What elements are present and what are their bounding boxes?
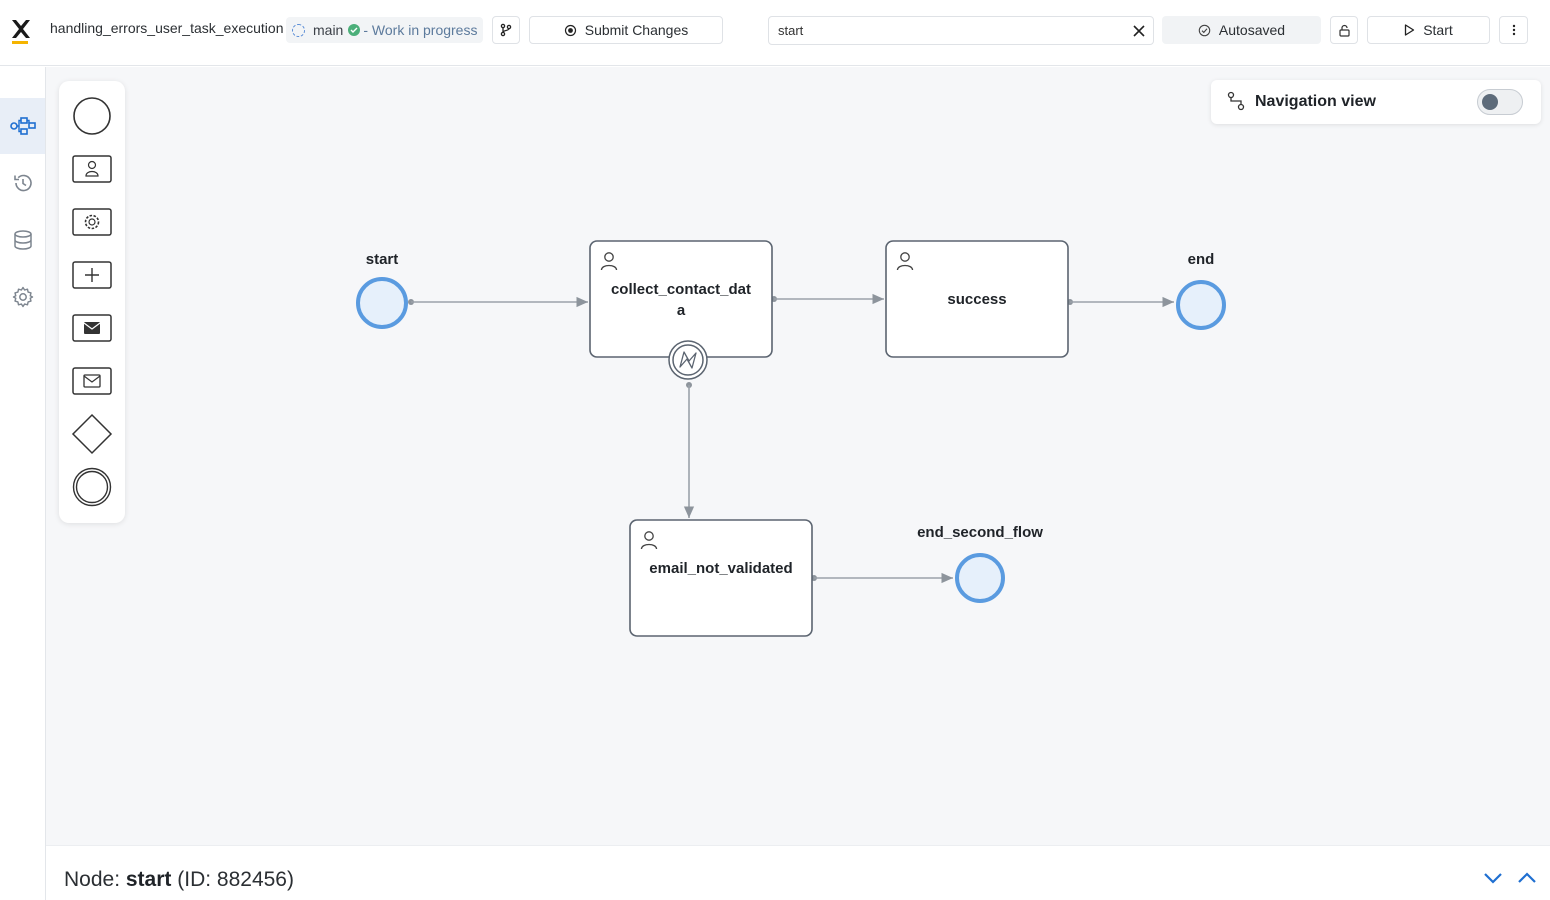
start-button[interactable]: Start (1367, 16, 1490, 44)
subprocess-icon (72, 261, 112, 289)
node-name: start (125, 868, 172, 891)
process-name: handling_errors_user_task_execution (50, 20, 284, 36)
lightning-icon (679, 351, 697, 369)
submit-changes-button[interactable]: Submit Changes (529, 16, 723, 44)
task-collect-label: collect_contact_data (610, 281, 752, 319)
palette-start-event[interactable] (71, 95, 113, 137)
chevron-up-icon[interactable] (1516, 870, 1538, 886)
history-icon (13, 174, 32, 192)
task-success-label: success (947, 291, 1007, 308)
branch-menu-button[interactable] (492, 16, 520, 44)
submit-changes-label: Submit Changes (584, 22, 689, 38)
radio-target-icon (564, 24, 576, 36)
task-email-not-validated[interactable] (629, 519, 813, 637)
toggle-knob (1482, 94, 1498, 110)
navigation-view-toggle[interactable] (1477, 89, 1523, 115)
user-icon (640, 531, 658, 550)
user-task-icon (72, 155, 112, 183)
flow-success-to-end[interactable] (1067, 296, 1174, 308)
flow-email-to-end-second[interactable] (811, 572, 953, 584)
play-icon (1405, 24, 1415, 36)
receive-message-icon (72, 367, 112, 395)
start-event-icon (73, 97, 111, 135)
palette-service-task[interactable] (71, 201, 113, 243)
palette-subprocess[interactable] (71, 254, 113, 296)
app-logo[interactable] (10, 17, 30, 45)
start-event[interactable] (356, 277, 408, 329)
navigation-view-label: Navigation view (1255, 93, 1376, 110)
close-icon[interactable] (1131, 23, 1147, 39)
user-icon (600, 252, 618, 271)
chevron-down-icon[interactable] (1482, 870, 1504, 886)
send-message-icon (72, 314, 112, 342)
top-bar: handling_errors_user_task_execution main… (0, 0, 1550, 66)
git-branch-icon (500, 23, 512, 37)
gateway-icon (71, 413, 113, 455)
unlock-icon (1338, 24, 1350, 37)
palette-send-message[interactable] (71, 307, 113, 349)
sidebar-item-settings[interactable] (0, 269, 45, 325)
route-icon (1227, 91, 1245, 111)
palette-receive-message[interactable] (71, 360, 113, 402)
lock-button[interactable] (1330, 16, 1358, 44)
autosaved-label: Autosaved (1218, 22, 1286, 38)
branch-status-chip[interactable]: main - Work in progress (286, 17, 484, 43)
node-id: (ID: 882456) (171, 868, 294, 891)
more-options-button[interactable] (1499, 16, 1528, 44)
start-event-label: start (365, 251, 399, 268)
search-input[interactable] (778, 23, 1118, 38)
palette-end-event[interactable] (71, 466, 113, 508)
process-diagram-icon (9, 117, 36, 135)
node-prefix: Node: (64, 868, 126, 891)
flow-error-to-email[interactable] (683, 382, 695, 518)
autosaved-indicator: Autosaved (1162, 16, 1321, 44)
database-icon (13, 230, 32, 250)
settings-icon (12, 286, 33, 308)
node-info: Node: start (ID: 882456) (64, 868, 294, 892)
check-circle-outline-icon (1198, 24, 1211, 36)
user-icon (896, 252, 914, 271)
flow-collect-to-success[interactable] (771, 293, 884, 305)
palette-user-task[interactable] (71, 148, 113, 190)
task-success[interactable] (885, 240, 1069, 358)
left-sidebar (0, 67, 46, 900)
sidebar-item-process[interactable] (0, 98, 45, 154)
sidebar-item-data[interactable] (0, 212, 45, 268)
end-second-flow-event[interactable] (955, 553, 1005, 603)
diagram-canvas[interactable] (46, 67, 1550, 845)
branch-status-text: - Work in progress (363, 22, 478, 38)
check-circle-icon (348, 24, 361, 36)
end-event-label: end (1187, 251, 1215, 268)
end-event[interactable] (1176, 280, 1226, 330)
node-details-bar: Node: start (ID: 882456) (46, 845, 1550, 900)
branch-name: main (313, 22, 344, 38)
navigation-view-panel: Navigation view (1211, 80, 1541, 124)
start-button-label: Start (1423, 22, 1453, 38)
more-vertical-icon (1512, 24, 1515, 36)
branch-spinner-icon (292, 23, 305, 37)
search-box[interactable] (768, 16, 1154, 45)
service-task-icon (72, 208, 112, 236)
error-boundary-event[interactable] (668, 340, 708, 380)
sidebar-item-history[interactable] (0, 155, 45, 211)
palette-gateway[interactable] (71, 413, 113, 455)
end-event-icon (72, 467, 112, 507)
end-second-flow-label: end_second_flow (917, 524, 1043, 541)
flow-start-to-collect[interactable] (408, 296, 588, 308)
task-email-label: email_not_validated (649, 560, 793, 577)
element-palette (59, 81, 125, 523)
